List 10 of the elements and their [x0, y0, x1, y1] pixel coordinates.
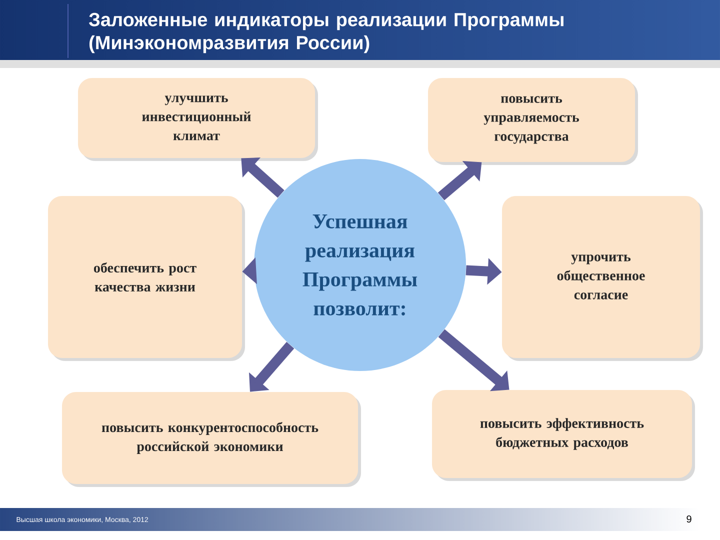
text-box: повысить эффективность бюджетных расходов	[432, 390, 695, 481]
text-box: повысить управляемость государства	[428, 78, 638, 165]
text-box: повысить конкурентоспособность российской экономики	[62, 392, 361, 487]
text-box: упрочить общественное согласие	[502, 196, 703, 361]
text-box: улучшить инвестиционный климат	[78, 78, 318, 161]
page-number: 9	[686, 515, 692, 523]
title: Заложенные индикаторы реализации Программы (Минэкономразвития России)	[88, 12, 564, 54]
arrow	[249, 342, 294, 392]
arrow	[241, 158, 284, 198]
text-box: обеспечить рост качества жизни	[48, 196, 245, 361]
